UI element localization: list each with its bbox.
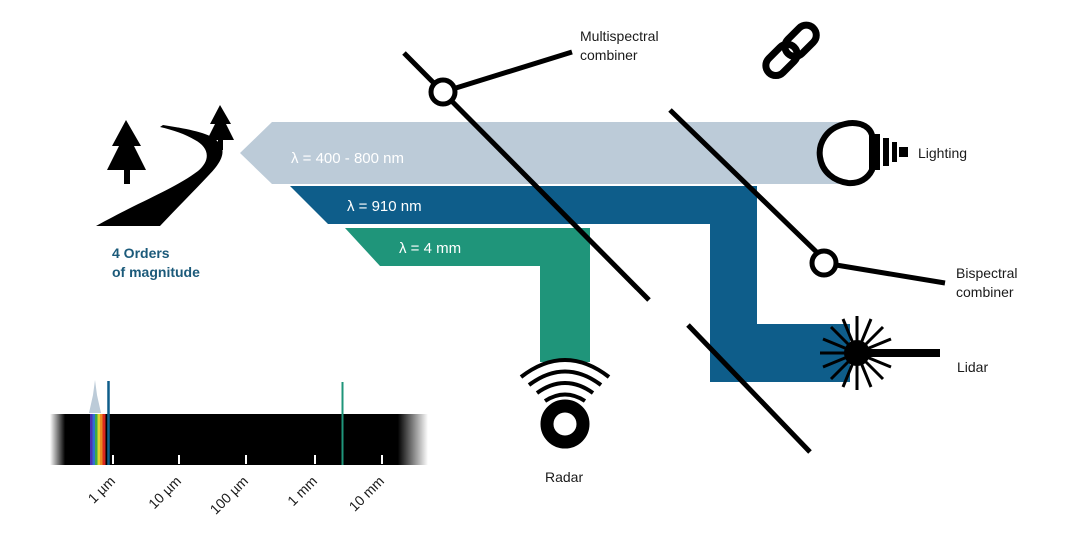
infrared-beam-label: λ = 910 nm <box>347 198 422 215</box>
multispectral-combiner-label-line1: Multispectral <box>580 28 659 44</box>
scale-tick-label: 1 mm <box>284 473 320 509</box>
road-icon <box>96 125 223 226</box>
tree-icon <box>107 120 146 184</box>
bispectral-combiner-label-line2: combiner <box>956 284 1014 300</box>
radar-dish-icon <box>519 358 611 449</box>
light-bulb-icon <box>816 120 908 187</box>
millimeter-wave-beam <box>345 228 590 362</box>
multispectral-combiner-label-line2: combiner <box>580 47 638 63</box>
lidar-label: Lidar <box>957 359 988 375</box>
bispectral-combiner-label-line1: Bispectral <box>956 265 1017 281</box>
infrared-beam <box>290 186 850 382</box>
scale-tick-label: 10 µm <box>145 473 184 512</box>
tree-icon <box>207 105 234 150</box>
visible-beam-label: λ = 400 - 800 nm <box>291 150 404 167</box>
millimeter-beam-label: λ = 4 mm <box>399 240 461 257</box>
lighting-label: Lighting <box>918 145 967 161</box>
visible-spectrum-band <box>90 414 93 465</box>
chain-link-icon <box>762 21 820 80</box>
scale-tick-label: 1 µm <box>85 473 119 507</box>
laser-burst-icon <box>820 316 940 390</box>
multispectral-combiner <box>402 49 651 302</box>
magnitude-label-line1: 4 Orders <box>112 245 170 261</box>
bispectral-combiner <box>668 108 946 286</box>
lidar-mirror <box>686 323 812 454</box>
radar-label: Radar <box>545 469 583 485</box>
visible-band-marker <box>89 380 101 413</box>
wavelength-scale-bar <box>50 380 428 465</box>
scale-tick-label: 10 mm <box>346 473 388 515</box>
magnitude-label-line2: of magnitude <box>112 264 200 280</box>
scale-tick-label: 100 µm <box>207 473 252 518</box>
